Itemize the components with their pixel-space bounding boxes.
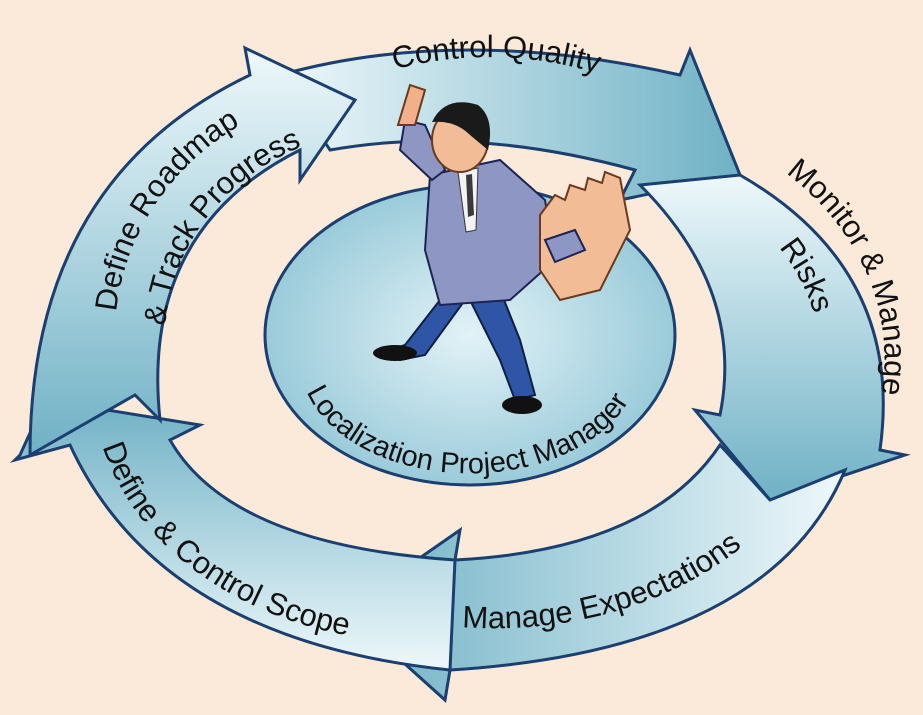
project-manager-figure xyxy=(373,83,632,414)
cycle-ring xyxy=(9,45,911,703)
arrow-define-roadmap xyxy=(28,45,358,458)
arrow-monitor-risks xyxy=(636,173,911,502)
arrow-define-control-scope xyxy=(9,398,457,672)
